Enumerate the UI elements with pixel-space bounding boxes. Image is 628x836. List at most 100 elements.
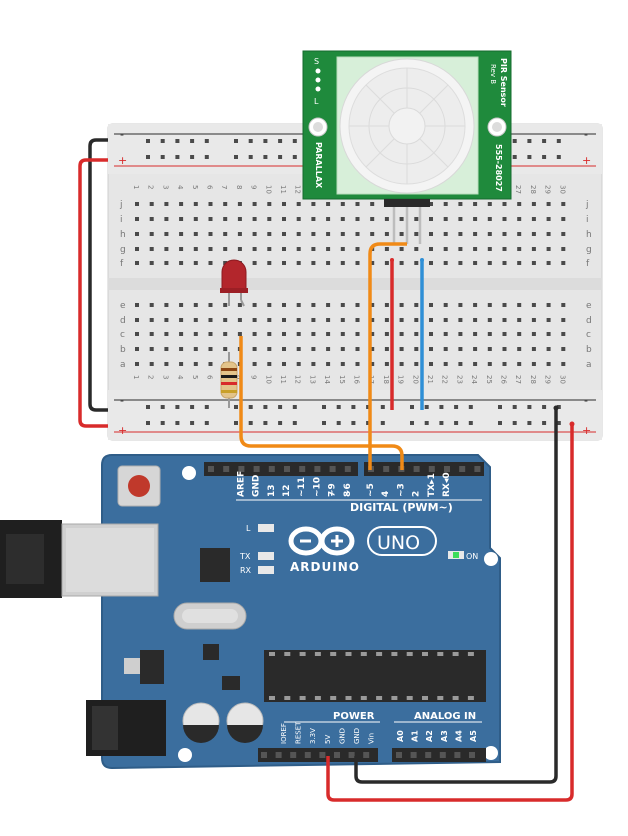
header-socket[interactable] [284,466,290,472]
rail-hole [248,139,253,143]
breadboard-hole [370,202,375,206]
header-socket[interactable] [428,466,435,472]
chip-pin [376,696,383,700]
rail-hole [366,421,371,425]
small-ic [203,644,219,660]
breadboard-hole [443,332,448,336]
chip-pin [284,652,291,656]
breadboard-hole [208,332,213,336]
header-socket[interactable] [383,466,390,472]
breadboard-hole [296,303,301,307]
chip-pin [391,652,398,656]
header-socket[interactable] [261,752,267,758]
header-socket[interactable] [275,752,282,758]
header-socket[interactable] [469,752,475,758]
breadboard-hole [282,347,286,351]
power-pin-label: GND [353,728,361,744]
reset-button[interactable] [117,465,161,507]
row-label-f: f [120,259,124,269]
row-label-b: b [586,345,592,355]
header-socket[interactable] [413,466,420,472]
breadboard-hole [135,318,139,322]
header-socket[interactable] [344,466,351,472]
breadboard-hole [502,261,507,265]
header-socket[interactable] [396,752,402,758]
wire-black-left-rail [88,138,108,412]
chip-pin [299,652,306,656]
breadboard-hole [487,202,492,206]
chip-pin [314,696,321,700]
header-socket[interactable] [410,752,417,758]
breadboard-hole [355,347,360,351]
breadboard-hole [282,202,286,206]
row-label-e: e [586,301,592,311]
breadboard-hole [282,303,286,307]
breadboard-hole [517,261,522,265]
pir-sensor[interactable]: S L PARALLAX PIR Sensor Rev B 555-28027 [302,50,512,244]
column-number-top: 5 [191,185,199,189]
header-socket[interactable] [439,752,446,758]
breadboard-hole [531,362,536,366]
header-socket[interactable] [459,466,466,472]
breadboard-hole [414,303,419,307]
header-socket[interactable] [223,466,230,472]
breadboard-hole [487,303,492,307]
header-socket[interactable] [334,752,340,758]
header-socket[interactable] [208,466,214,472]
breadboard-hole [546,347,551,351]
header-socket[interactable] [253,466,260,472]
header-socket[interactable] [329,466,336,472]
header-socket[interactable] [454,752,461,758]
breadboard-hole [517,332,522,336]
header-socket[interactable] [314,466,321,472]
header-socket[interactable] [319,752,326,758]
breadboard-hole [340,247,345,251]
breadboard-hole [267,332,272,336]
breadboard-hole [223,217,228,221]
rail-hole [542,421,547,425]
resistor[interactable] [220,352,238,408]
chip-pin [467,652,474,656]
header-socket[interactable] [425,752,432,758]
row-label-h: h [586,230,592,240]
header-socket[interactable] [238,466,245,472]
digital-pin-label: 4 [381,491,391,497]
header-socket[interactable] [299,466,306,472]
row-label-c: c [586,330,591,340]
header-socket[interactable] [268,466,275,472]
power-pin-label: 3.3V [309,728,317,744]
rail-hole [204,405,209,409]
breadboard-hole [340,202,345,206]
breadboard-hole [326,303,331,307]
rail-hole [498,405,502,409]
breadboard-hole [531,247,536,251]
breadboard-hole [311,318,316,322]
header-socket[interactable] [444,466,450,472]
digital-pin-label: ~3 [396,483,406,497]
breadboard-hole [193,202,198,206]
header-socket[interactable] [363,752,370,758]
red-led[interactable] [220,259,248,307]
chip-pin [406,696,413,700]
breadboard-hole [237,318,242,322]
analog-in-label: ANALOG IN [414,711,476,722]
column-number-top: 1 [132,185,140,189]
breadboard-hole [252,202,257,206]
header-socket[interactable] [348,752,355,758]
led-tx [258,552,274,560]
breadboard-hole [561,347,566,351]
column-number-top: 12 [294,185,302,194]
breadboard-hole [473,362,478,366]
header-socket[interactable] [290,752,297,758]
breadboard-hole [429,362,433,366]
header-socket[interactable] [304,752,311,758]
breadboard-hole [208,261,213,265]
rail-hole [175,405,180,409]
header-socket[interactable] [474,466,481,472]
digital-pin-label: 13 [267,484,277,497]
breadboard-hole [443,247,448,251]
breadboard-hole [164,347,169,351]
breadboard-hole [546,247,551,251]
